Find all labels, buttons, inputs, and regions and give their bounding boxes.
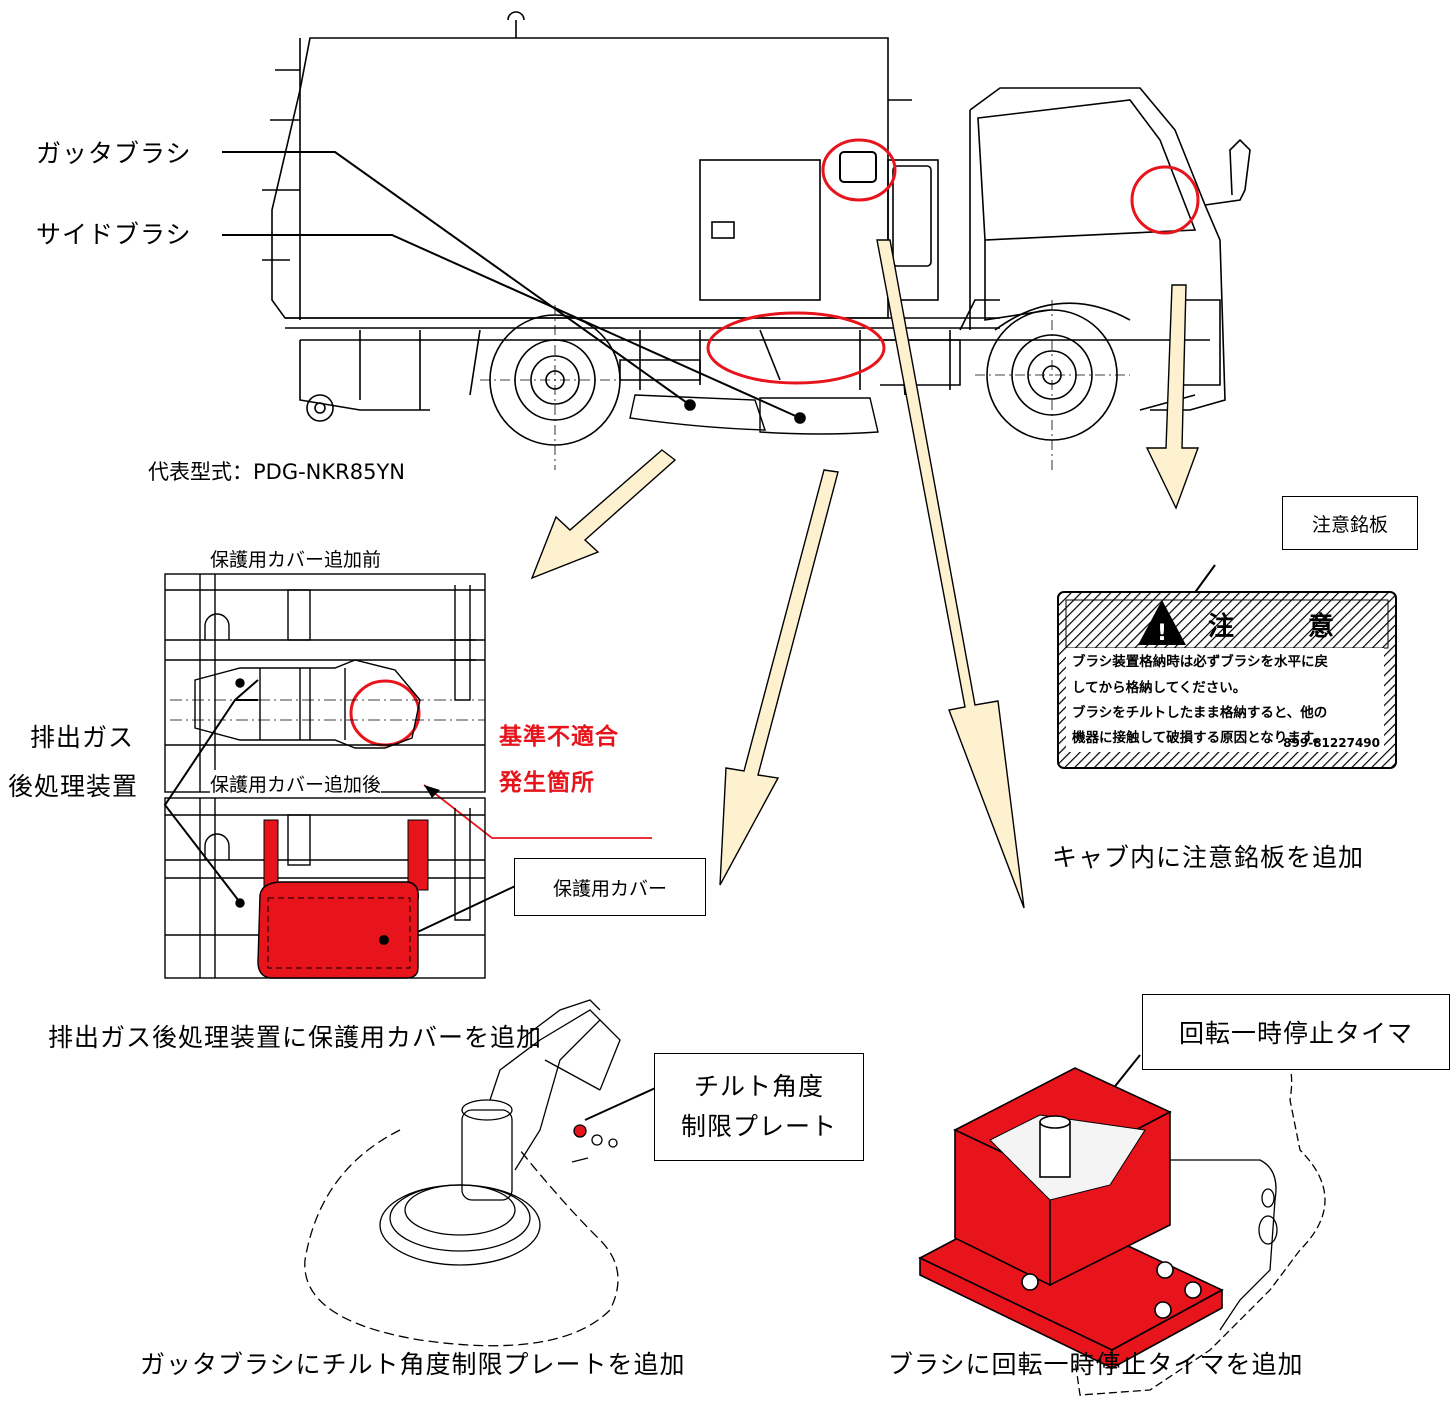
front-wheel <box>975 300 1130 470</box>
tilt-box-line2: 制限プレート <box>680 1112 837 1141</box>
cover-before-label: 保護用カバー追加前 <box>210 549 382 571</box>
exhaust-before-drawing <box>164 573 486 793</box>
gutter-brush-drawing <box>304 999 621 1347</box>
caution-plate-callout-box: 注意銘板 <box>1282 496 1418 550</box>
gutter-brush-label: ガッタブラシ <box>36 139 192 168</box>
caption-plate: キャブ内に注意銘板を追加 <box>1052 843 1365 872</box>
exhaust-label-line2: 後処理装置 <box>8 772 139 801</box>
plate-line-3: ブラシをチルトしたまま格納すると、他の <box>1072 705 1328 721</box>
nonconformance-label-line1: 基準不適合 <box>499 724 619 750</box>
svg-text:!: ! <box>1157 621 1167 646</box>
rotation-timer-red <box>918 1067 1224 1370</box>
tilt-plate-callout-box: チルト角度 制限プレート <box>654 1053 864 1161</box>
plate-code: 899-81227490 <box>1283 736 1380 750</box>
tilt-box-line1: チルト角度 <box>693 1072 824 1101</box>
plate-line-1: ブラシ装置格納時は必ずブラシを水平に戻 <box>1072 654 1328 670</box>
plate-title-1: 注 <box>1208 612 1235 642</box>
nonconformance-label-line2: 発生箇所 <box>499 770 595 796</box>
exhaust-after-drawing <box>164 797 486 979</box>
protective-cover-red <box>257 819 429 979</box>
caption-timer: ブラシに回転一時停止タイマを追加 <box>888 1350 1304 1379</box>
plate-line-2: してから格納してください。 <box>1072 680 1247 696</box>
sweeper-truck-drawing <box>262 11 1251 470</box>
timer-callout-box: 回転一時停止タイマ <box>1142 994 1450 1070</box>
model-label: 代表型式：PDG-NKR85YN <box>148 460 406 484</box>
cover-callout-box: 保護用カバー <box>514 858 706 916</box>
caption-tilt: ガッタブラシにチルト角度制限プレートを追加 <box>140 1350 686 1379</box>
callout-arrows <box>530 239 1200 909</box>
caption-cover: 排出ガス後処理装置に保護用カバーを追加 <box>48 1023 543 1052</box>
timer-drawing <box>1074 1048 1326 1396</box>
rear-wheel <box>480 305 630 470</box>
exhaust-label-line1: 排出ガス <box>30 723 135 752</box>
warning-triangle-icon <box>1138 600 1186 645</box>
cab-handle-icon <box>839 151 877 183</box>
caution-plate: 注 意 ブラシ装置格納時は必ずブラシを水平に戻 してから格納してください。 ブラ… <box>1058 592 1396 768</box>
plate-title-2: 意 <box>1308 612 1335 642</box>
cover-after-label: 保護用カバー追加後 <box>210 770 382 797</box>
plate-line-4: 機器に接触して破損する原因となります。 <box>1072 730 1327 746</box>
side-brush-label: サイドブラシ <box>36 220 192 249</box>
